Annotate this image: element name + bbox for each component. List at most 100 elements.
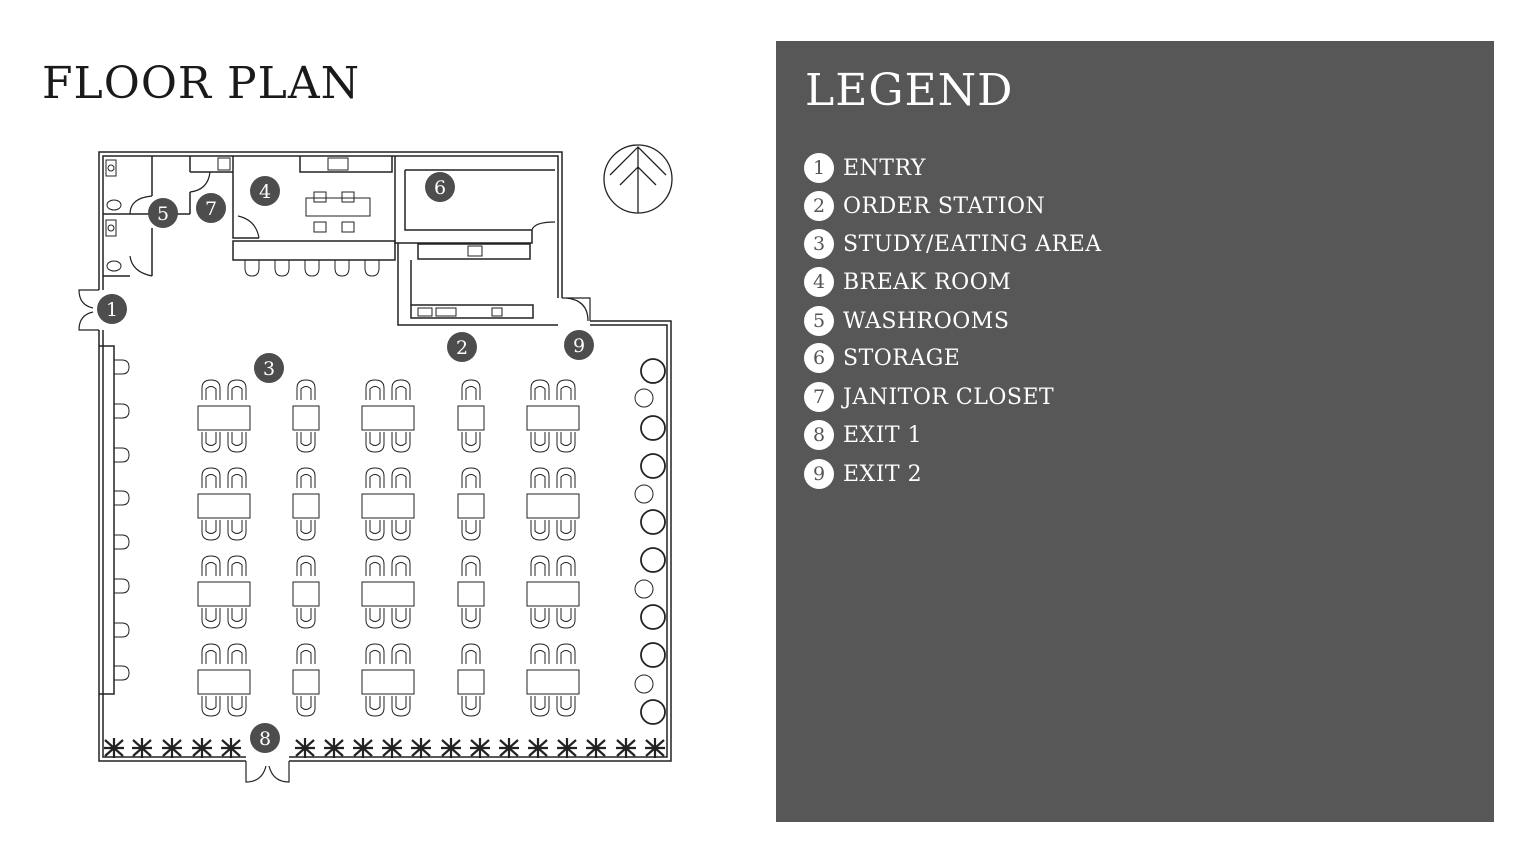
marker-circle xyxy=(196,193,226,223)
marker-number: 6 xyxy=(434,177,446,199)
plant-icon xyxy=(470,738,490,758)
round-seat xyxy=(634,484,654,504)
marker-number: 2 xyxy=(456,337,468,359)
chair xyxy=(461,379,481,400)
plant-icon xyxy=(221,738,241,758)
table xyxy=(457,405,485,431)
chair xyxy=(313,221,327,233)
legend-label: EXIT 1 xyxy=(843,422,923,448)
legend-number: 2 xyxy=(804,191,834,221)
chair xyxy=(461,643,481,664)
marker-circle xyxy=(447,332,477,362)
chair xyxy=(201,696,221,717)
plant-icon xyxy=(441,738,461,758)
legend-label: STUDY/EATING AREA xyxy=(843,231,1102,257)
marker-number: 9 xyxy=(573,335,585,357)
chair xyxy=(365,555,385,576)
table-set xyxy=(197,643,251,717)
round-seat xyxy=(640,642,666,668)
table xyxy=(197,581,251,607)
chair xyxy=(461,432,481,453)
legend-number: 8 xyxy=(804,420,834,450)
chair xyxy=(365,379,385,400)
stool xyxy=(304,260,320,277)
marker-number: 8 xyxy=(259,728,271,750)
plant-icon xyxy=(528,738,548,758)
chair xyxy=(530,555,550,576)
table xyxy=(526,581,580,607)
table xyxy=(292,669,320,695)
chair xyxy=(530,608,550,629)
chair xyxy=(556,696,576,717)
table xyxy=(292,405,320,431)
table xyxy=(361,669,415,695)
bench-seat xyxy=(114,578,130,594)
chair xyxy=(227,643,247,664)
chair xyxy=(530,379,550,400)
table-set xyxy=(526,643,580,717)
area-marker-2: 2 xyxy=(447,332,477,362)
plant-icon xyxy=(616,738,636,758)
legend-item-exit-1: 8 EXIT 1 xyxy=(804,419,922,451)
doors xyxy=(78,171,591,783)
table xyxy=(526,405,580,431)
chair xyxy=(296,379,316,400)
legend-item-storage: 6 STORAGE xyxy=(804,342,960,374)
round-seat xyxy=(634,388,654,408)
chair xyxy=(391,643,411,664)
page-title: FLOOR PLAN xyxy=(42,58,361,109)
chair xyxy=(227,379,247,400)
stool xyxy=(274,260,290,277)
legend-label: EXIT 2 xyxy=(843,461,923,487)
table-set xyxy=(526,555,580,629)
legend-item-order-station: 2 ORDER STATION xyxy=(804,190,1045,222)
chair xyxy=(341,191,355,203)
table-set xyxy=(197,379,251,453)
legend-number: 3 xyxy=(804,229,834,259)
marker-circle xyxy=(250,723,280,753)
area-marker-1: 1 xyxy=(97,294,127,324)
chair xyxy=(296,520,316,541)
table xyxy=(197,669,251,695)
chair xyxy=(341,221,355,233)
table xyxy=(197,405,251,431)
table-set xyxy=(361,643,415,717)
chair xyxy=(461,467,481,488)
bench-seat xyxy=(114,665,130,681)
chair xyxy=(556,467,576,488)
chair xyxy=(461,696,481,717)
chair xyxy=(365,520,385,541)
table-set xyxy=(292,643,320,717)
legend-number: 9 xyxy=(804,459,834,489)
chair xyxy=(556,520,576,541)
round-seat xyxy=(640,547,666,573)
area-marker-5: 5 xyxy=(148,198,178,228)
chair xyxy=(227,555,247,576)
plant-icon xyxy=(353,738,373,758)
chair xyxy=(461,555,481,576)
marker-circle xyxy=(564,330,594,360)
table xyxy=(361,405,415,431)
chair xyxy=(391,520,411,541)
chair xyxy=(201,432,221,453)
chair xyxy=(201,608,221,629)
legend-label: WASHROOMS xyxy=(843,308,1010,334)
chair xyxy=(201,555,221,576)
plant-icon xyxy=(382,738,402,758)
legend-title: LEGEND xyxy=(805,65,1014,116)
plant-icon xyxy=(557,738,577,758)
chair xyxy=(556,643,576,664)
chair xyxy=(201,643,221,664)
chair xyxy=(227,467,247,488)
chair xyxy=(461,608,481,629)
table-set xyxy=(361,555,415,629)
bench-seat xyxy=(114,447,130,463)
chair xyxy=(556,608,576,629)
chair xyxy=(201,379,221,400)
chair xyxy=(201,467,221,488)
table xyxy=(526,669,580,695)
legend-number: 5 xyxy=(804,306,834,336)
chair xyxy=(391,608,411,629)
chair xyxy=(556,432,576,453)
